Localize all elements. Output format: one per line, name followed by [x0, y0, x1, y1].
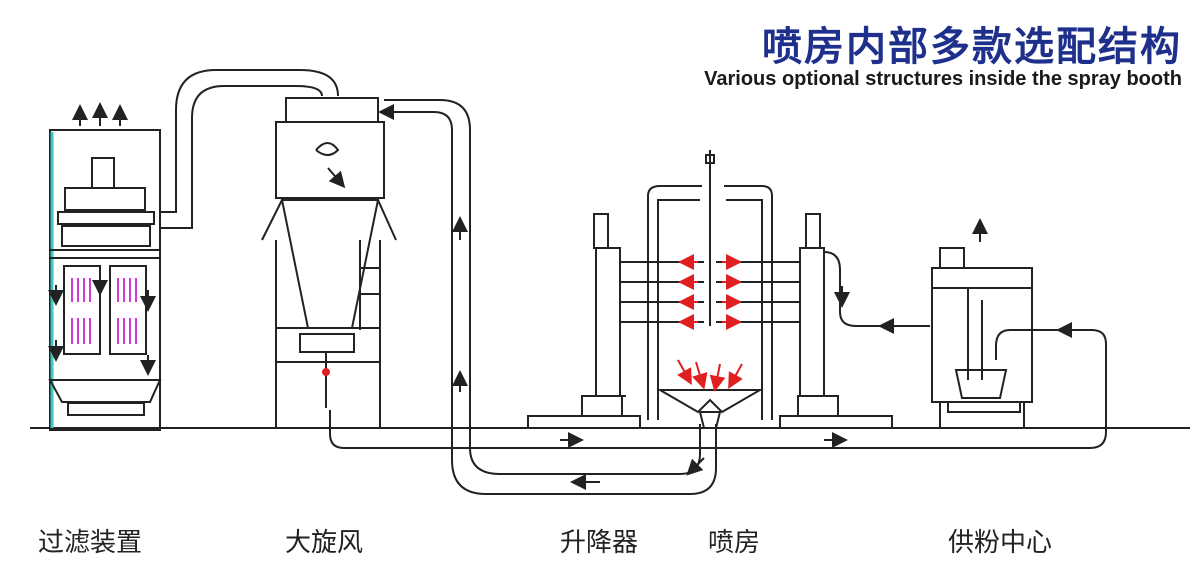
label-spray-booth: 喷房: [708, 528, 761, 558]
label-cyclone: 大旋风: [285, 528, 364, 558]
lifter-left: [527, 213, 704, 429]
filter-elements: [71, 278, 137, 344]
label-powder-center: 供粉中心: [948, 528, 1053, 558]
label-filter-unit: 过滤装置: [38, 528, 143, 558]
label-lifter: 升降器: [560, 528, 639, 558]
spray-booth: [647, 150, 773, 429]
diagram-title: 喷房内部多款选配结构: [762, 24, 1182, 70]
cyclone-unit: [261, 97, 397, 428]
spray-flow-arrows: [677, 254, 743, 392]
filter-unit: [48, 102, 162, 431]
powder-feed-line: [329, 329, 1107, 449]
lifter-right: [716, 213, 930, 429]
diagram-subtitle: Various optional structures inside the s…: [704, 68, 1182, 90]
powder-center: [931, 218, 1033, 428]
duct-booth-return-outer: [384, 111, 717, 495]
duct-filter-to-cyclone: [160, 69, 339, 213]
